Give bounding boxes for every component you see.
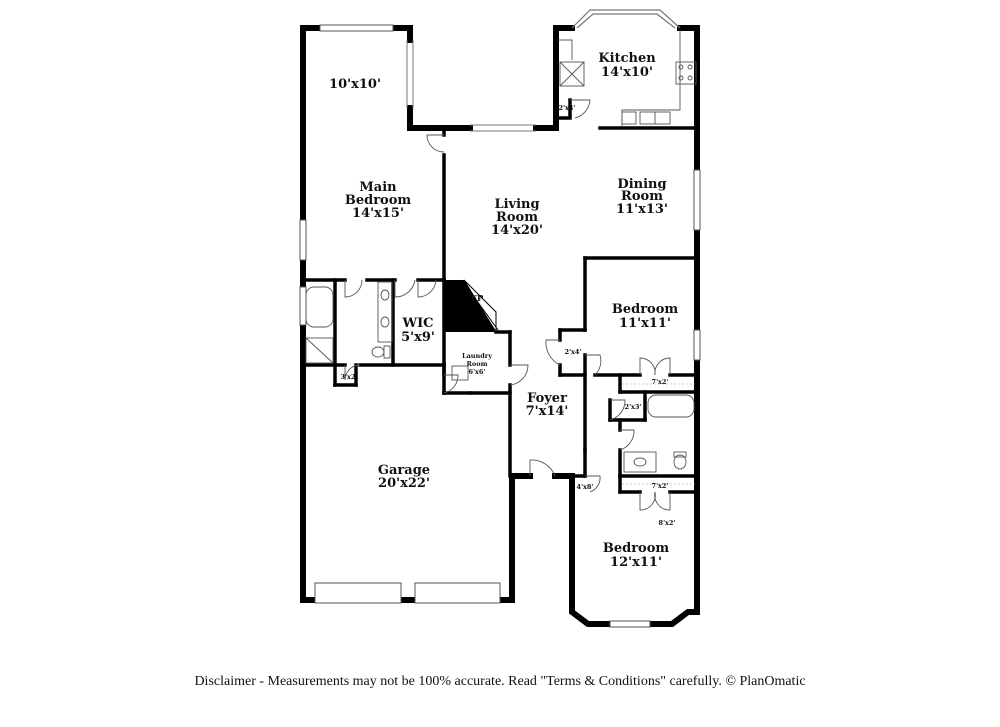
label-closet-3x2: 3'x2' (341, 373, 358, 381)
label-living-name-2: Room (496, 210, 538, 225)
label-living-name-1: Living (494, 197, 539, 212)
fixtures (305, 30, 697, 473)
label-main-bedroom-name-1: Main (359, 180, 397, 195)
label-foyer-size: 7'x14' (526, 404, 569, 419)
disclaimer-text: Disclaimer - Measurements may not be 100… (194, 674, 806, 689)
label-kitchen-size: 14'x10' (601, 65, 653, 80)
label-closet-7x2-b: 7'x2' (652, 482, 669, 490)
label-closet-8x2: 8'x2' (659, 519, 676, 527)
hall-bath-tub (647, 394, 695, 418)
fireplace (444, 280, 496, 332)
exterior-walls (300, 25, 700, 627)
label-dining-name-2: Room (621, 189, 663, 204)
label-dining-name-1: Dining (617, 177, 666, 192)
label-fp: FP (471, 294, 484, 304)
label-bedroom3-name: Bedroom (603, 541, 670, 556)
label-bedroom2-name: Bedroom (612, 302, 679, 317)
kitchen-fridge (559, 61, 585, 87)
room-labels: 10'x10' Main Bedroom 14'x15' Kitchen 14'… (329, 51, 678, 570)
label-bedroom-ext: 10'x10' (329, 77, 381, 92)
sliding-doors (406, 40, 536, 132)
label-kitchen-name: Kitchen (598, 51, 656, 66)
closet-rods (622, 383, 695, 485)
label-laundry-name-2: Room (467, 360, 488, 368)
kitchen-bay-window (571, 9, 681, 29)
label-living-size: 14'x20' (491, 223, 543, 238)
doors (344, 99, 671, 511)
label-laundry-name-1: Laundry (462, 352, 492, 360)
main-shower (305, 337, 334, 364)
label-closet-4x8: 4'x8' (577, 483, 594, 491)
kitchen-range (675, 61, 697, 85)
label-foyer-name: Foyer (527, 391, 567, 406)
fireplace-hearth (463, 279, 497, 334)
main-bath-tub (305, 286, 334, 328)
label-closet-2x4-kitchen: 2'x4' (559, 104, 576, 112)
label-garage-size: 20'x22' (378, 476, 430, 491)
label-main-bedroom-size: 14'x15' (352, 206, 404, 221)
label-laundry-size: 6'x6' (469, 368, 486, 376)
windows (299, 24, 701, 628)
label-bedroom2-size: 11'x11' (619, 316, 671, 331)
label-wic-size: 5'x9' (401, 330, 435, 345)
label-closet-2x4-foyer: 2'x4' (565, 348, 582, 356)
closet-labels: 2'x4' 2'x4' 3'x2' 7'x2' 2'x3' 4'x8' 7'x2… (341, 104, 676, 527)
label-main-bedroom-name-2: Bedroom (345, 193, 412, 208)
label-garage-name: Garage (378, 463, 430, 478)
label-closet-7x2-a: 7'x2' (652, 378, 669, 386)
label-closet-2x3: 2'x3' (625, 403, 642, 411)
interior-walls (301, 98, 699, 494)
label-wic-name: WIC (401, 316, 433, 331)
label-bedroom3-size: 12'x11' (610, 555, 662, 570)
label-dining-size: 11'x13' (616, 202, 668, 217)
